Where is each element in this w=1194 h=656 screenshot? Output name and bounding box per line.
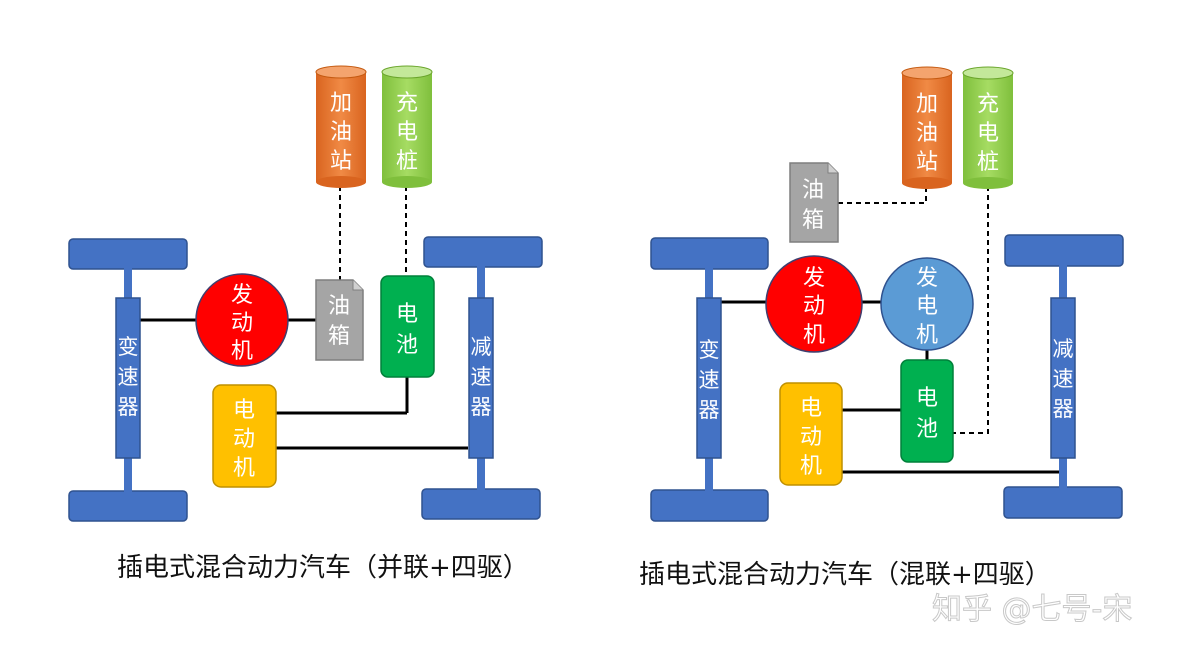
charger-label-1: 充 [977, 92, 999, 117]
fuel-tank-fold [352, 280, 363, 291]
fuel-tank-label-2: 箱 [802, 208, 824, 233]
gas-station-label-3: 站 [330, 149, 352, 174]
reducer [468, 297, 494, 459]
battery [900, 359, 954, 463]
battery-label-2: 池 [916, 417, 938, 442]
reducer-label-2: 速 [1053, 367, 1074, 391]
motor [779, 382, 843, 486]
charger-battery-dashed [953, 186, 989, 434]
charging-pile: 充 电 桩 [381, 65, 433, 188]
transmission-label-2: 速 [699, 368, 720, 392]
gas-tank-dashed [838, 186, 927, 204]
rear-right-wheel [1003, 486, 1123, 519]
transmission-label-1: 变 [118, 335, 139, 359]
transmission-label-3: 器 [699, 398, 720, 422]
left-caption: 插电式混合动力汽车（并联+四驱） [117, 553, 529, 583]
rear-left-wheel [650, 489, 769, 522]
transmission-label-2: 速 [118, 365, 139, 389]
gas-station-label-2: 油 [330, 120, 352, 145]
motor [212, 384, 277, 488]
gas-station-label-2: 油 [916, 121, 938, 146]
transmission [696, 297, 722, 459]
fuel-tank-fold [827, 163, 838, 174]
fuel-tank [789, 162, 839, 243]
engine-label-3: 机 [803, 323, 825, 348]
gas-station: 加 油 站 [315, 65, 367, 188]
front-right-wheel [1004, 234, 1124, 267]
fuel-tank-label-1: 油 [328, 294, 350, 319]
engine-label-1: 发 [803, 266, 825, 291]
charger-label-3: 桩 [977, 150, 999, 175]
transmission-label-1: 变 [699, 338, 720, 362]
reducer-label-3: 器 [1053, 397, 1074, 421]
right-caption: 插电式混合动力汽车（混联+四驱） [639, 560, 1051, 590]
battery-label-2: 池 [396, 333, 418, 358]
motor-label-2: 动 [800, 425, 822, 450]
charging-pile: 充 电 桩 [962, 66, 1014, 189]
right-diagram: 变 速 器 减 速 器 发 动 机 发 电 机 油 箱 电 池 电 动 机 [639, 66, 1124, 590]
gas-station-label-1: 加 [330, 91, 352, 116]
charger-label-1: 充 [396, 91, 418, 116]
rear-right-wheel [421, 488, 541, 520]
engine-label-2: 动 [231, 311, 253, 336]
gas-station-label-1: 加 [916, 92, 938, 117]
fuel-tank-label-2: 箱 [328, 324, 350, 349]
fuel-tank [315, 279, 364, 361]
front-right-wheel [423, 236, 543, 268]
fuel-tank-label-1: 油 [802, 178, 824, 203]
battery [380, 275, 435, 378]
front-left-wheel [650, 237, 769, 270]
right-connections [720, 186, 1062, 474]
battery-label-1: 电 [916, 386, 938, 411]
gas-station: 加 油 站 [901, 66, 953, 189]
motor-label-2: 动 [233, 427, 255, 452]
left-diagram: 变 速 器 减 速 器 发 动 机 油 箱 电 池 电 动 机 加 油 [68, 65, 543, 583]
reducer-label-1: 减 [471, 335, 492, 359]
motor-label-1: 电 [800, 396, 822, 421]
gas-station-label-3: 站 [916, 150, 938, 175]
generator-label-1: 发 [916, 266, 938, 291]
reducer-label-1: 减 [1053, 337, 1074, 361]
rear-left-wheel [68, 490, 188, 522]
left-connections [140, 186, 468, 450]
charger-label-3: 桩 [396, 149, 418, 174]
engine-label-2: 动 [803, 294, 825, 319]
reducer-label-3: 器 [471, 395, 492, 419]
watermark: 知乎 @七号-宋 [932, 592, 1132, 627]
engine-label-1: 发 [231, 283, 253, 308]
front-left-wheel [68, 238, 188, 270]
charger-label-2: 电 [396, 120, 418, 145]
motor-label-3: 机 [800, 454, 822, 479]
battery-label-1: 电 [396, 302, 418, 327]
engine [195, 273, 289, 367]
motor-label-1: 电 [233, 398, 255, 423]
engine [765, 255, 863, 353]
charger-label-2: 电 [977, 121, 999, 146]
generator-label-3: 机 [916, 323, 938, 348]
transmission-label-3: 器 [118, 395, 139, 419]
engine-label-3: 机 [231, 339, 253, 364]
reducer [1050, 297, 1076, 459]
generator [880, 257, 974, 351]
motor-label-3: 机 [233, 456, 255, 481]
transmission [115, 297, 141, 459]
reducer-label-2: 速 [471, 365, 492, 389]
generator-label-2: 电 [916, 294, 938, 319]
